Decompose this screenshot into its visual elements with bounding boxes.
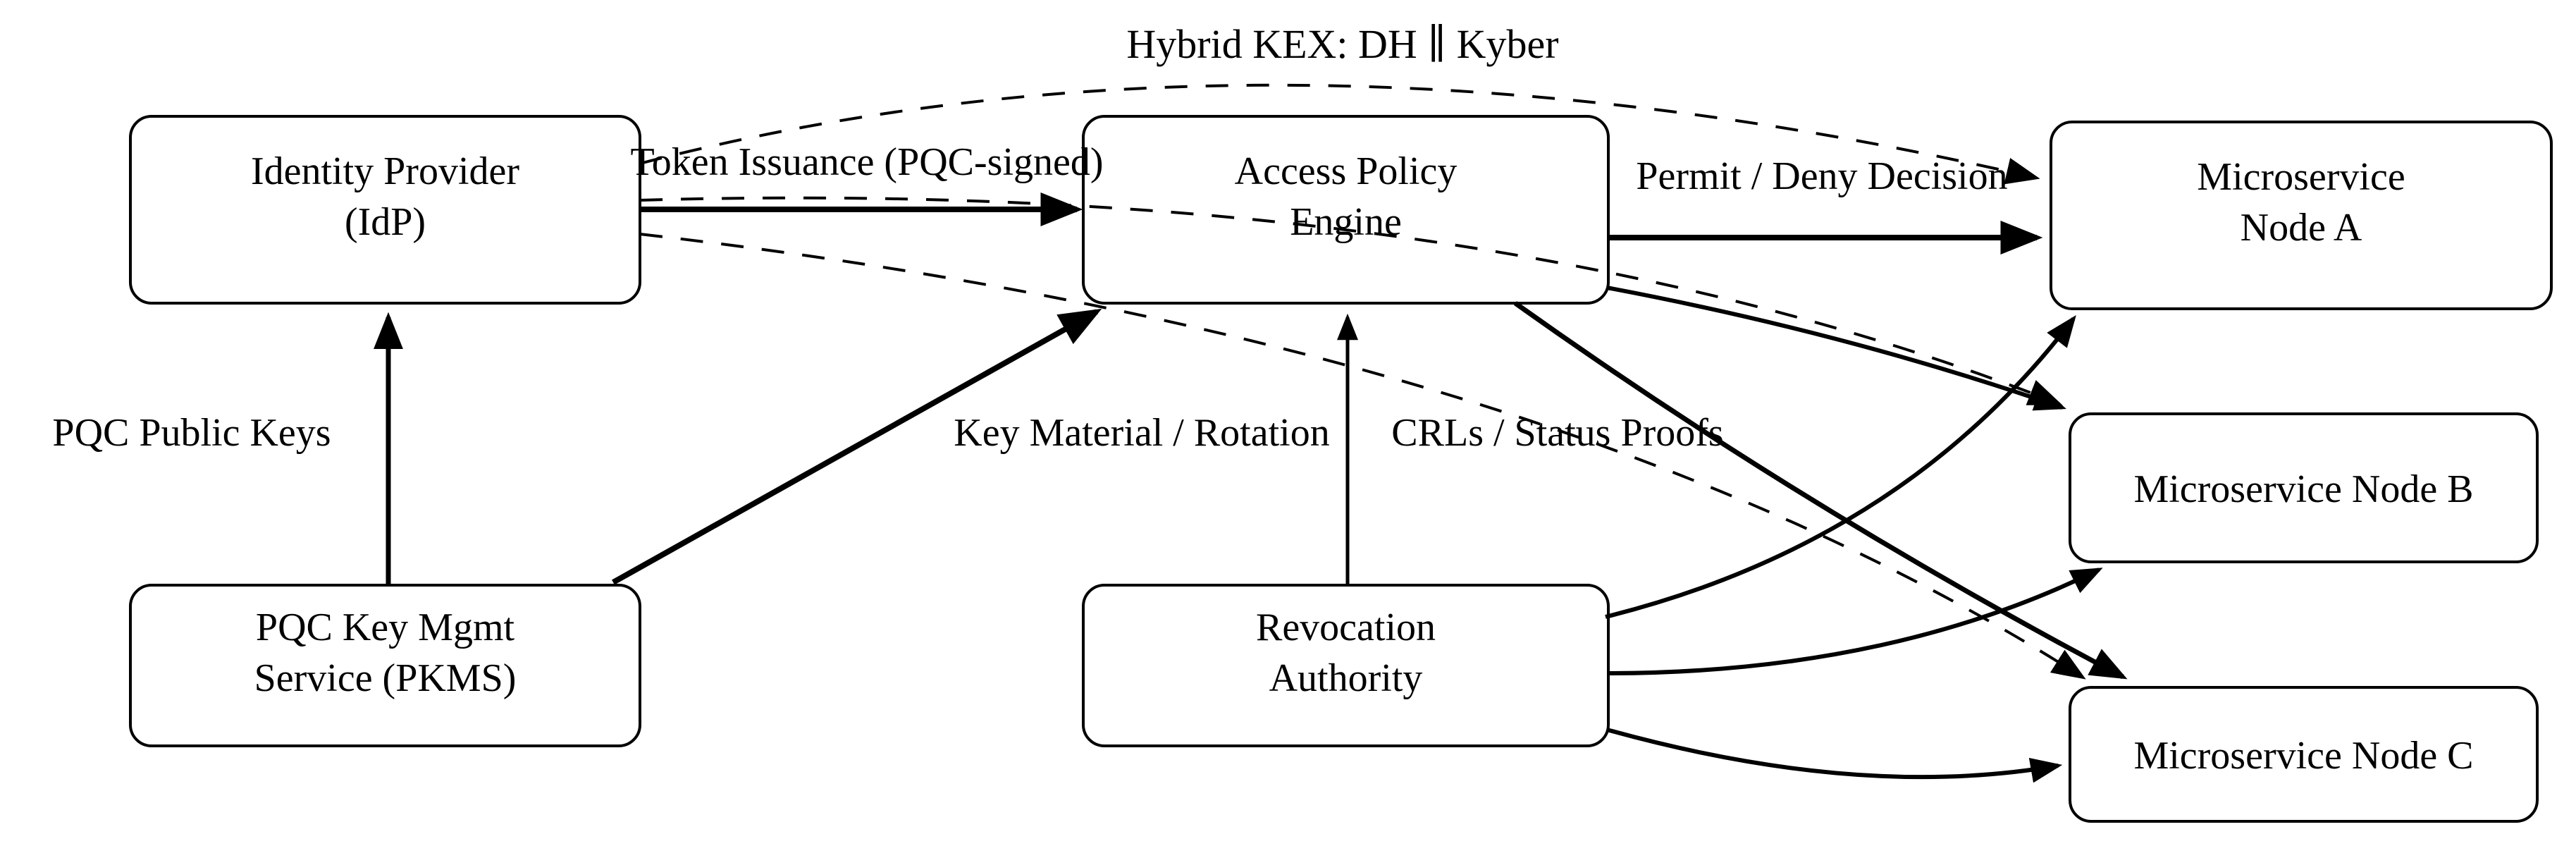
node-ape-label-line1: Access Policy	[1235, 149, 1458, 193]
edge-ra_b-revauth-to-node_b	[1606, 568, 2103, 675]
node-node_a-label-line2: Node A	[2241, 206, 2362, 250]
node-idp-label-line2: (IdP)	[345, 200, 426, 244]
edge-ra_c-revauth-to-node_c	[1606, 728, 2063, 783]
edge-ape_c-ape-to-node_c	[1513, 301, 2128, 680]
label-layer: Token Issuance (PQC-signed) Permit / Deny…	[52, 21, 2007, 455]
edge-key_material-label: Key Material / Rotation	[954, 411, 1329, 455]
edge-kex_c-idp-to-node_c	[639, 233, 2086, 680]
node-node_b-box	[2069, 412, 2539, 563]
node-revauth-label-line1: Revocation	[1256, 606, 1436, 649]
node-node_c-box	[2069, 686, 2539, 823]
edge-permit-label: Permit / Deny Decision	[1636, 154, 2007, 198]
node-layer: Identity Provider (IdP) Access PolicyEngin…	[129, 115, 2553, 823]
node-node_c: Microservice Node C	[2069, 686, 2539, 823]
edge-kex_a-idp-to-node_a	[639, 83, 2040, 185]
node-pkms-label-line1: PQC Key Mgmt	[256, 606, 515, 649]
node-idp: Identity Provider (IdP)	[129, 115, 641, 305]
edge-layer	[374, 83, 2128, 783]
edge-pqc_keys-label: PQC Public Keys	[52, 411, 331, 455]
node-ape-label-line2: Engine	[1290, 200, 1402, 244]
edge-token-label: Token Issuance (PQC-signed)	[630, 140, 1103, 184]
node-ape-box	[1082, 115, 1610, 305]
node-node_a-label-line1: Microservice	[2197, 155, 2405, 199]
edge-ra_a-revauth-to-node_a	[1605, 314, 2076, 619]
node-node_b-label-line1: Microservice Node B	[2133, 467, 2473, 511]
node-node_c-label-line1: Microservice Node C	[2133, 734, 2473, 778]
diagram-title: Hybrid KEX: DH ∥ Kyber	[1126, 21, 1558, 67]
node-node_a-box	[2050, 121, 2553, 310]
edge-ape_b-ape-to-node_b	[1606, 286, 2066, 411]
edge-key_material-pkms-to-ape	[612, 308, 1102, 585]
node-revauth-box	[1082, 584, 1610, 747]
node-node_b: Microservice Node B	[2069, 412, 2539, 563]
edge-crls-label: CRLs / Status Proofs	[1391, 411, 1723, 455]
node-idp-label-line1: Identity Provider	[251, 149, 519, 193]
node-revauth-label-line2: Authority	[1269, 656, 1423, 700]
edge-kex_b-idp-to-node_b	[639, 196, 2063, 405]
node-pkms-box	[129, 584, 641, 747]
node-pkms-label-line2: Service (PKMS)	[254, 656, 517, 700]
